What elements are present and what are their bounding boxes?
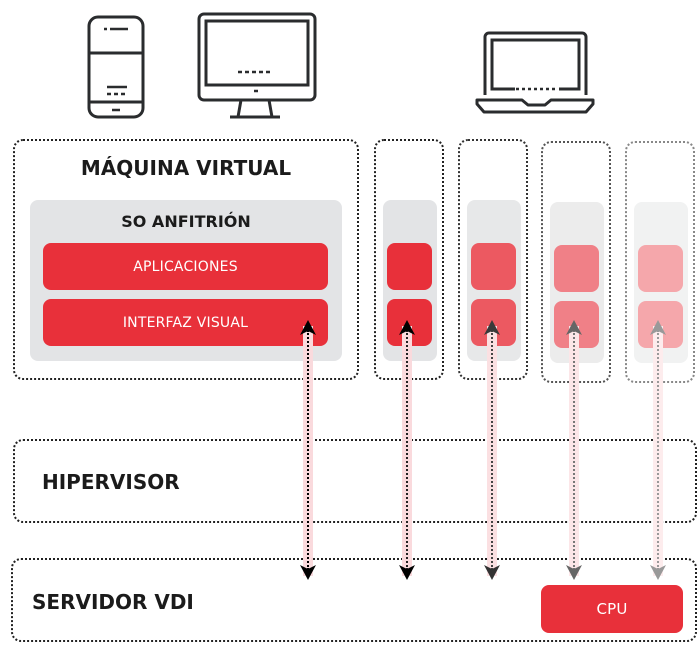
vdi-server-label: SERVIDOR VDI bbox=[32, 590, 194, 614]
visual-interface-block: INTERFAZ VISUAL bbox=[43, 299, 328, 346]
vm-column-4-apps bbox=[638, 245, 683, 292]
vm-column-1-apps bbox=[387, 243, 432, 290]
arrow-down-icon bbox=[399, 565, 415, 580]
connection-dotted-line bbox=[307, 330, 309, 570]
connection-dotted-line bbox=[491, 330, 493, 570]
arrow-up-icon bbox=[399, 320, 415, 335]
hypervisor-label: HIPERVISOR bbox=[42, 470, 180, 494]
vm-column-2-apps bbox=[471, 243, 516, 290]
arrow-up-icon bbox=[484, 320, 500, 335]
desktop-monitor-icon bbox=[197, 12, 317, 120]
arrow-up-icon bbox=[650, 320, 666, 335]
arrow-down-icon bbox=[484, 565, 500, 580]
virtual-machine-title: MÁQUINA VIRTUAL bbox=[80, 156, 292, 180]
hypervisor-layer bbox=[13, 439, 697, 523]
connection-dotted-line bbox=[657, 330, 659, 570]
connection-dotted-line bbox=[406, 330, 408, 570]
arrow-down-icon bbox=[566, 565, 582, 580]
host-os-label: SO ANFITRIÓN bbox=[121, 212, 251, 231]
cpu-block: CPU bbox=[541, 585, 683, 633]
arrow-up-icon bbox=[300, 320, 316, 335]
arrow-down-icon bbox=[650, 565, 666, 580]
arrow-down-icon bbox=[300, 565, 316, 580]
laptop-icon bbox=[475, 31, 595, 115]
applications-block: APLICACIONES bbox=[43, 243, 328, 290]
connection-dotted-line bbox=[573, 330, 575, 570]
arrow-up-icon bbox=[566, 320, 582, 335]
smartphone-icon bbox=[87, 15, 145, 119]
vm-column-3-apps bbox=[554, 245, 599, 292]
virtual-machine-container bbox=[13, 139, 359, 380]
vdi-server-layer bbox=[11, 558, 697, 642]
